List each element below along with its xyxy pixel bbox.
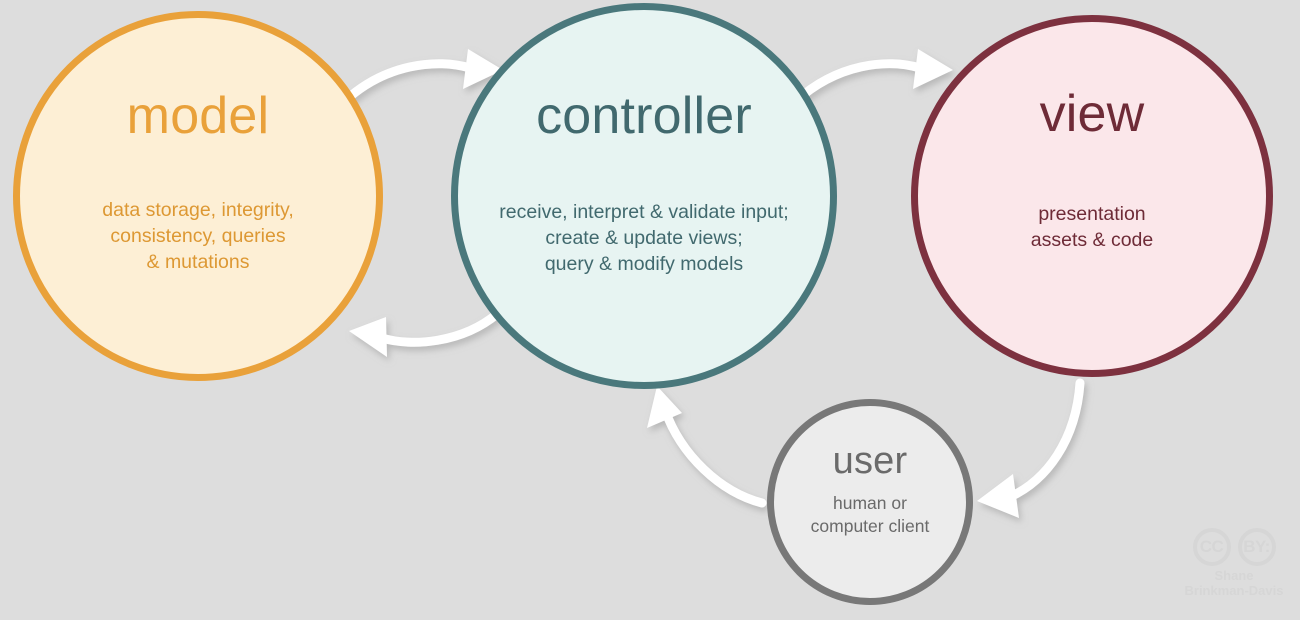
license-badge: CC BY: Shane Brinkman-Davis: [1176, 528, 1292, 604]
node-model-title: model: [126, 87, 270, 145]
node-user[interactable]: user human or computer client: [767, 399, 973, 605]
creative-commons-marks: CC BY:: [1192, 528, 1276, 566]
attribution-by-icon: BY:: [1237, 528, 1276, 566]
node-controller-description: receive, interpret & validate input; cre…: [499, 201, 789, 275]
node-view-title: view: [1039, 85, 1145, 143]
node-user-title: user: [832, 440, 908, 482]
node-controller[interactable]: controller receive, interpret & validate…: [451, 3, 837, 389]
arrow-controller-to-view: [791, 49, 953, 106]
arrow-view-to-user: [977, 378, 1085, 518]
node-view-description: presentation assets & code: [1030, 203, 1154, 251]
arrow-controller-to-model: [349, 309, 502, 357]
node-view[interactable]: view presentation assets & code: [911, 15, 1273, 377]
node-model[interactable]: model data storage, integrity, consisten…: [13, 11, 383, 381]
author-attribution: Shane Brinkman-Davis: [1184, 568, 1284, 598]
arrow-user-to-controller: [647, 386, 767, 508]
creative-commons-icon: CC: [1192, 528, 1231, 566]
arrow-model-to-controller: [340, 49, 503, 106]
node-model-description: data storage, integrity, consistency, qu…: [102, 199, 294, 273]
node-controller-title: controller: [536, 87, 752, 145]
node-user-description: human or computer client: [810, 493, 930, 537]
